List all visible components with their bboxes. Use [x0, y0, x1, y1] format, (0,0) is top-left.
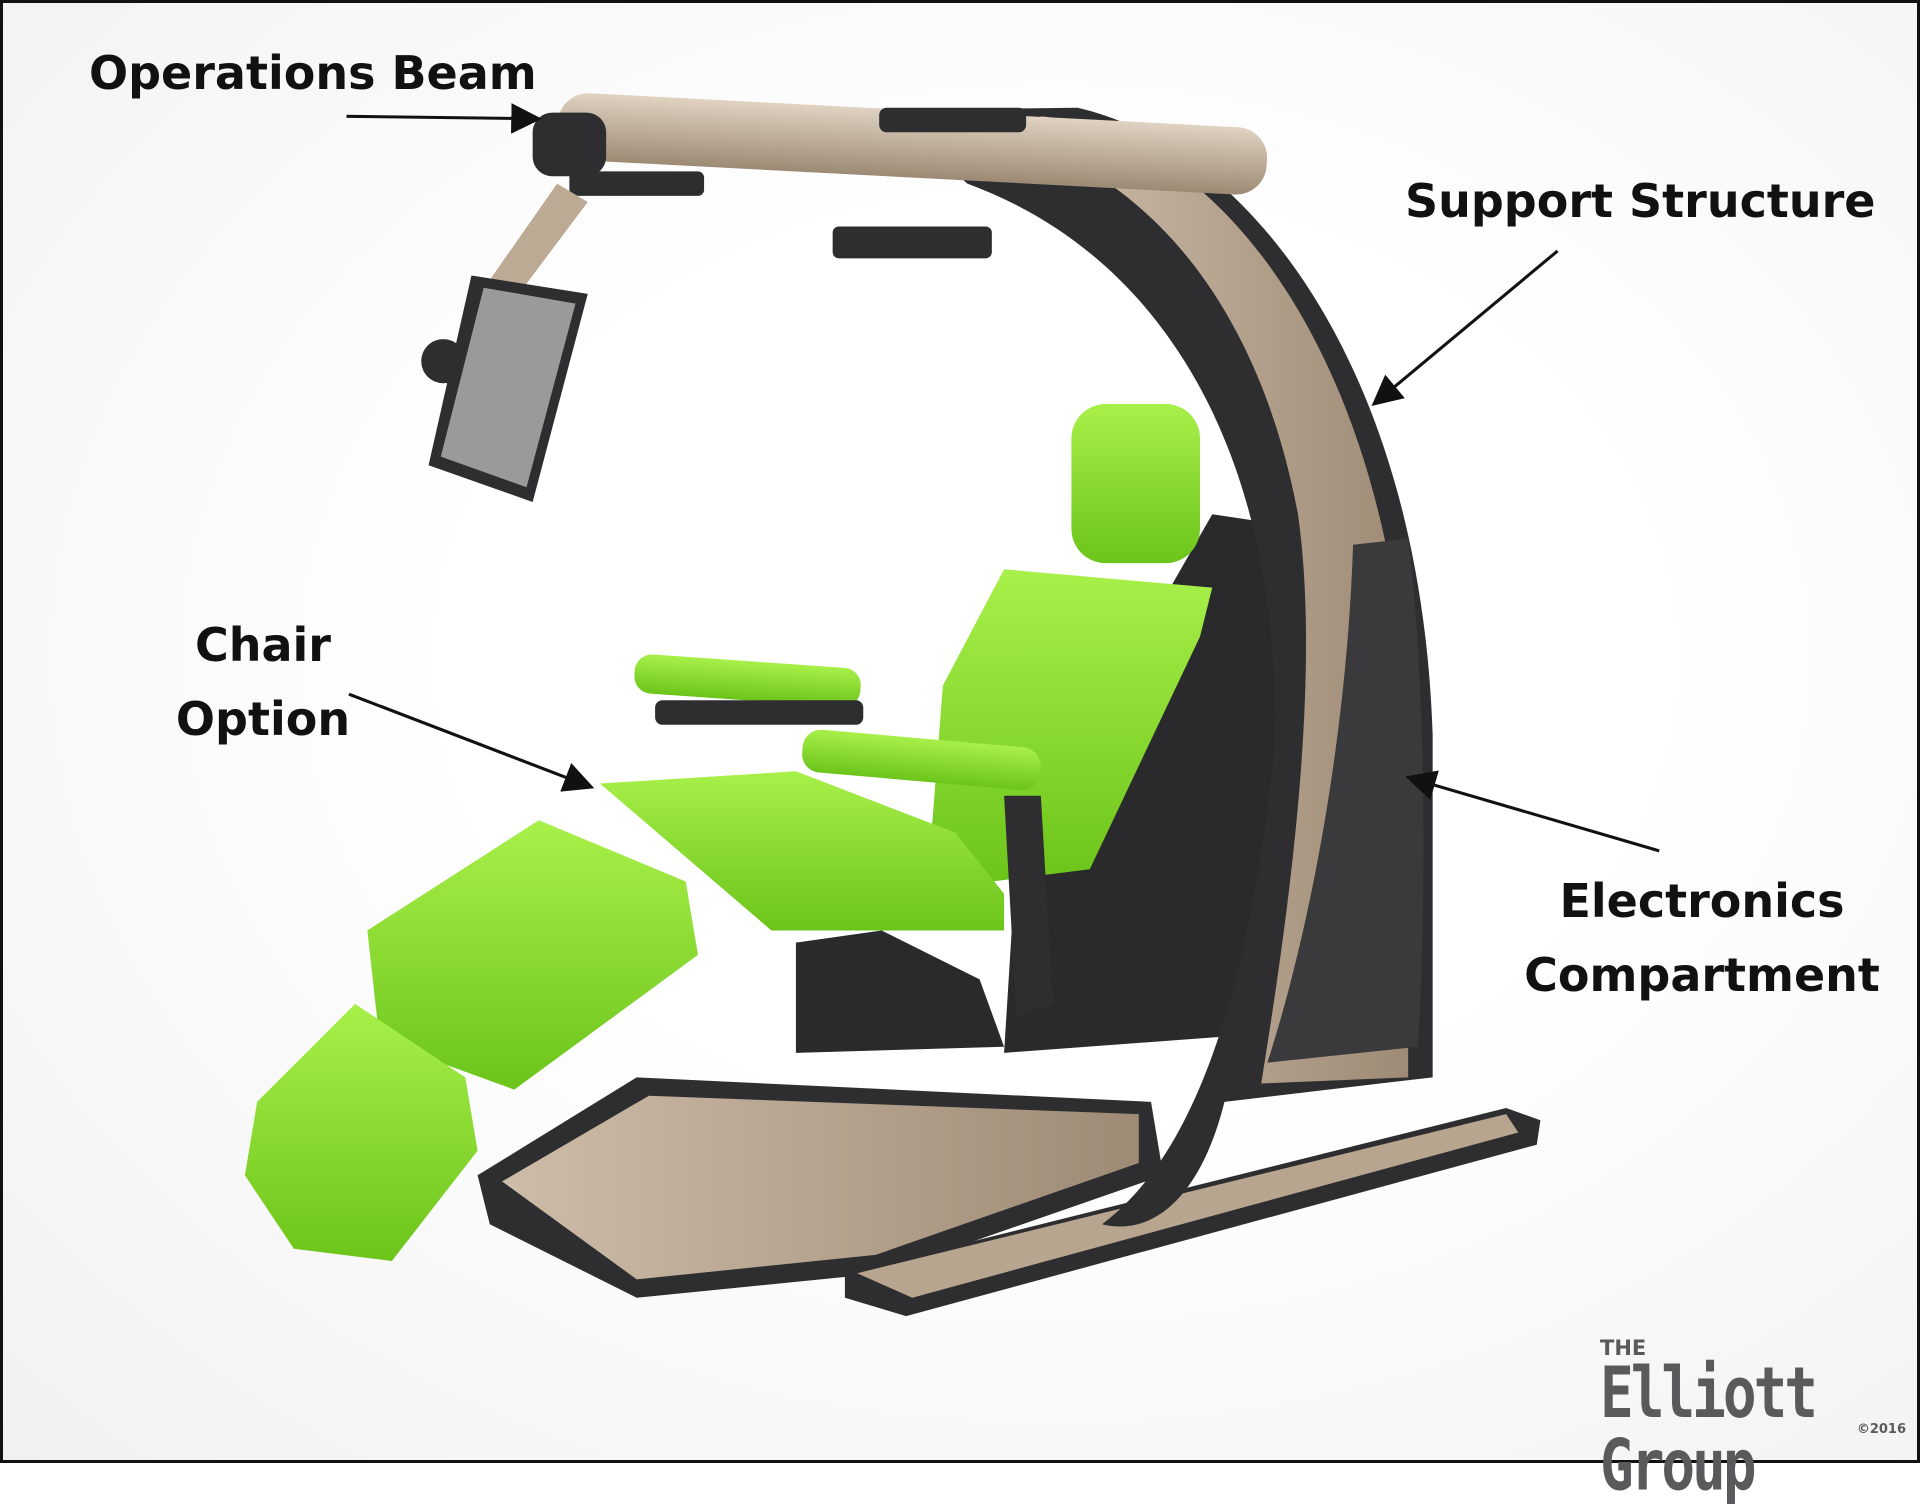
- electronics-compartment-label: Electronics Compartment: [1522, 864, 1882, 1012]
- logo-copyright: ©2016: [1856, 1422, 1906, 1437]
- base-platform: [477, 1077, 1541, 1317]
- tablet-monitor: [421, 183, 588, 502]
- chair-option-line1: Chair: [194, 618, 331, 672]
- electronics-line1: Electronics: [1559, 874, 1845, 928]
- operations-beam-arrow: [346, 103, 542, 134]
- chair-option-label: Chair Option: [163, 608, 363, 756]
- operations-beam-label: Operations Beam: [89, 46, 537, 100]
- electronics-compartment: [1267, 538, 1424, 1063]
- workstation-illustration: [244, 93, 1660, 1317]
- support-structure: [881, 107, 1433, 1227]
- logo-the: THE: [1600, 1336, 1647, 1360]
- support-structure-label: Support Structure: [1405, 174, 1876, 228]
- electronics-compartment-arrow: [1405, 770, 1660, 853]
- chair-option-arrow: [348, 692, 595, 792]
- support-structure-arrow: [1371, 249, 1559, 406]
- elliott-group-logo: THE Elliott Group ©2016: [1600, 1336, 1920, 1503]
- chair-option-line2: Option: [175, 692, 351, 746]
- chair: [244, 404, 1213, 1261]
- operations-beam: [532, 93, 1268, 259]
- electronics-line2: Compartment: [1524, 948, 1880, 1002]
